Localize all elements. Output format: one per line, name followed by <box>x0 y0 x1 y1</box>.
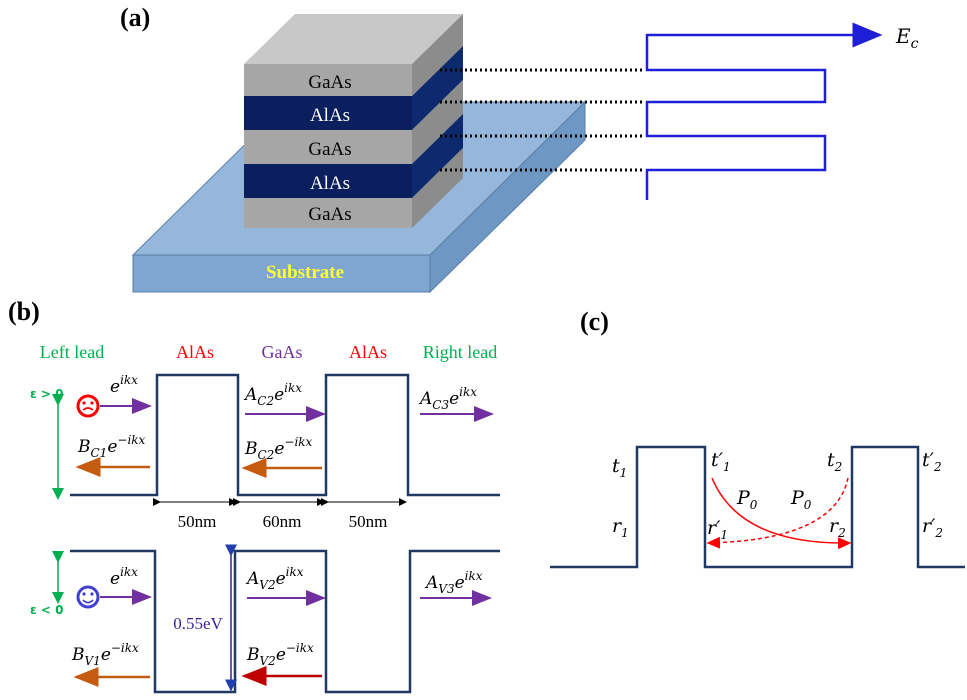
width-alas-2: 50nm <box>349 512 388 531</box>
hole-icon <box>76 585 100 609</box>
propagator-p0-right: P0 <box>790 487 812 512</box>
layer-4-label: AlAs <box>310 173 350 194</box>
substrate-label: Substrate <box>266 262 344 283</box>
coef-r2: r2 <box>829 515 846 540</box>
valence-band-potential <box>70 549 500 694</box>
coef-t1-prime: t′1 <box>711 449 731 474</box>
wave-ac2: AC2eikx <box>243 381 302 408</box>
panel-b-label: (b) <box>8 297 40 326</box>
propagator-p0-left: P0 <box>736 487 758 512</box>
wave-bv2: BV2e−ikx <box>246 641 314 668</box>
path-dashed-arc <box>706 477 849 549</box>
region-left-lead: Left lead <box>40 342 104 362</box>
coef-t1: t1 <box>612 455 627 480</box>
coef-r1-prime: r′1 <box>707 517 728 542</box>
wave-bc1: BC1e−ikx <box>77 433 146 460</box>
wave-bv1: BV1e−ikx <box>71 641 139 668</box>
wave-bc2: BC2e−ikx <box>244 435 313 462</box>
width-gaas: 60nm <box>263 512 302 531</box>
wave-ac3: AC3eikx <box>418 385 477 412</box>
eps-positive-label: ε > 0 <box>30 387 63 401</box>
layer-2-label: AlAs <box>310 105 350 126</box>
band-label: Ec <box>895 24 919 52</box>
region-right-lead: Right lead <box>423 342 498 362</box>
wave-av2: AV2eikx <box>245 565 304 592</box>
barrier-height-label: 0.55eV <box>173 614 223 633</box>
layer-1-label: GaAs <box>308 72 351 93</box>
layer-5-label: GaAs <box>308 204 351 225</box>
electron-icon <box>76 394 100 418</box>
coef-r2-prime: r′2 <box>922 515 943 540</box>
conduction-band-profile <box>645 22 883 200</box>
double-barrier-profile <box>550 445 965 569</box>
width-alas-1: 50nm <box>178 512 217 531</box>
conduction-band-potential <box>70 373 500 497</box>
wave-av3: AV3eikx <box>424 569 483 596</box>
panel-a-label: (a) <box>120 3 150 32</box>
coef-t2: t2 <box>827 449 842 474</box>
panel-c-label: (c) <box>580 307 609 336</box>
region-alas-1: AlAs <box>176 342 214 362</box>
coef-t2-prime: t′2 <box>922 449 942 474</box>
region-gaas: GaAs <box>262 342 303 362</box>
wave-incident-c: eikx <box>110 373 138 397</box>
eps-negative-label: ε < 0 <box>30 603 63 617</box>
region-alas-2: AlAs <box>349 342 387 362</box>
layer-3-label: GaAs <box>308 139 351 160</box>
interface-connectors <box>440 68 645 172</box>
layer-stack: GaAs AlAs GaAs AlAs GaAs <box>244 14 463 228</box>
path-solid-arc <box>711 477 852 550</box>
wave-incident-v: eikx <box>110 565 138 589</box>
coef-r1: r1 <box>612 515 629 540</box>
